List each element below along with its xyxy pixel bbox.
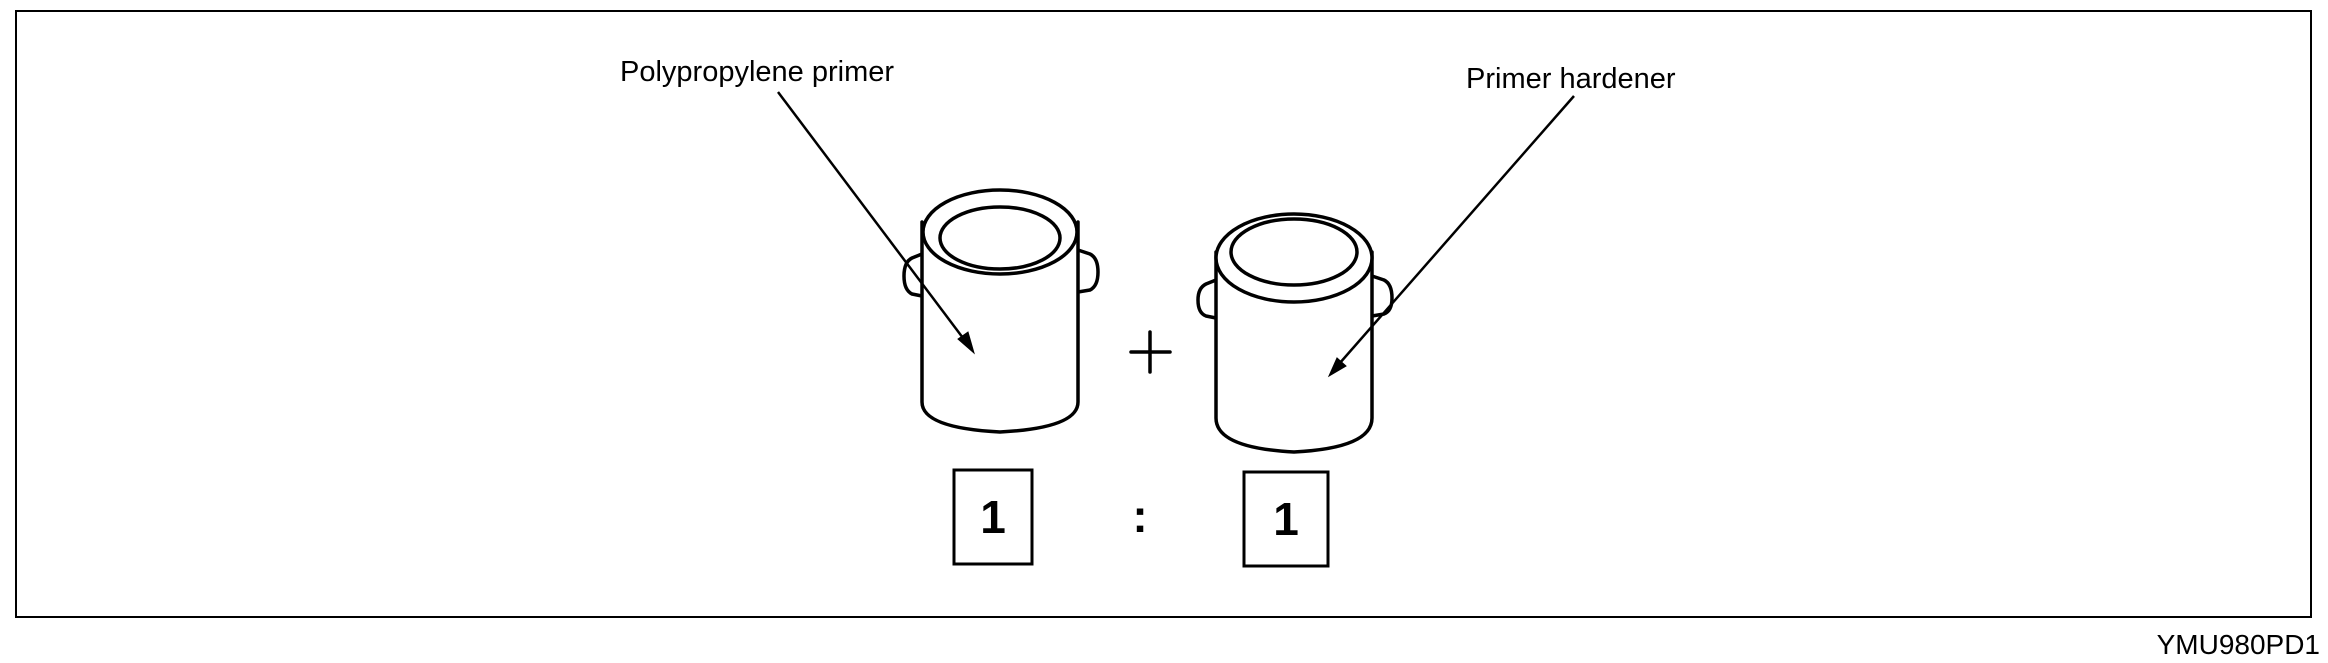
ratio-right-value: 1 bbox=[1273, 493, 1299, 545]
ratio-left-box bbox=[952, 468, 1034, 566]
plus-icon bbox=[1129, 330, 1172, 374]
reference-code: YMU980PD1 bbox=[2156, 629, 2320, 660]
ratio-right-box bbox=[1242, 470, 1330, 568]
left-can-label: Polypropylene primer bbox=[620, 56, 894, 88]
figure-frame bbox=[15, 10, 2312, 618]
left-paint-can-icon bbox=[902, 188, 1100, 434]
right-paint-can-icon bbox=[1196, 212, 1394, 454]
ratio-separator: : bbox=[1132, 490, 1147, 542]
left-leader-arrow bbox=[777, 91, 973, 351]
right-arrowhead bbox=[1327, 357, 1347, 378]
left-arrowhead bbox=[957, 331, 975, 355]
right-can-label: Primer hardener bbox=[1466, 63, 1676, 95]
right-leader-arrow bbox=[1331, 95, 1575, 373]
ratio-left-value: 1 bbox=[980, 491, 1006, 543]
